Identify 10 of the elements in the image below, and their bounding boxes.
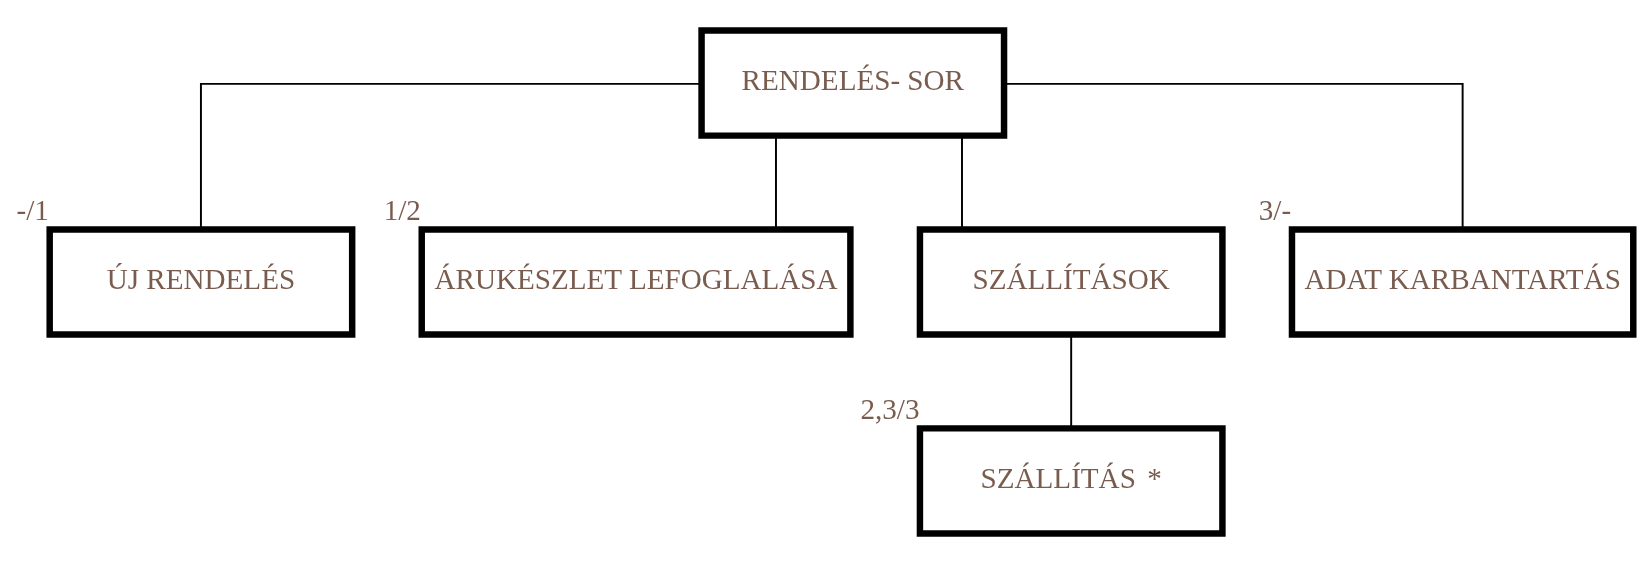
node-label: -/1 bbox=[16, 194, 49, 227]
node-box: ÁRUKÉSZLET LEFOGLALÁSA bbox=[418, 226, 854, 338]
node-box: RENDELÉS- SOR bbox=[698, 27, 1008, 139]
node-box: SZÁLLÍTÁS * bbox=[916, 425, 1226, 537]
node-label: 1/2 bbox=[383, 194, 421, 227]
node-box: SZÁLLÍTÁSOK bbox=[916, 226, 1226, 338]
node-box: ÚJ RENDELÉS bbox=[46, 226, 356, 338]
node-label: 3/- bbox=[1258, 194, 1292, 227]
node-box: ADAT KARBANTARTÁS bbox=[1288, 226, 1637, 338]
node-label: 2,3/3 bbox=[860, 393, 920, 426]
